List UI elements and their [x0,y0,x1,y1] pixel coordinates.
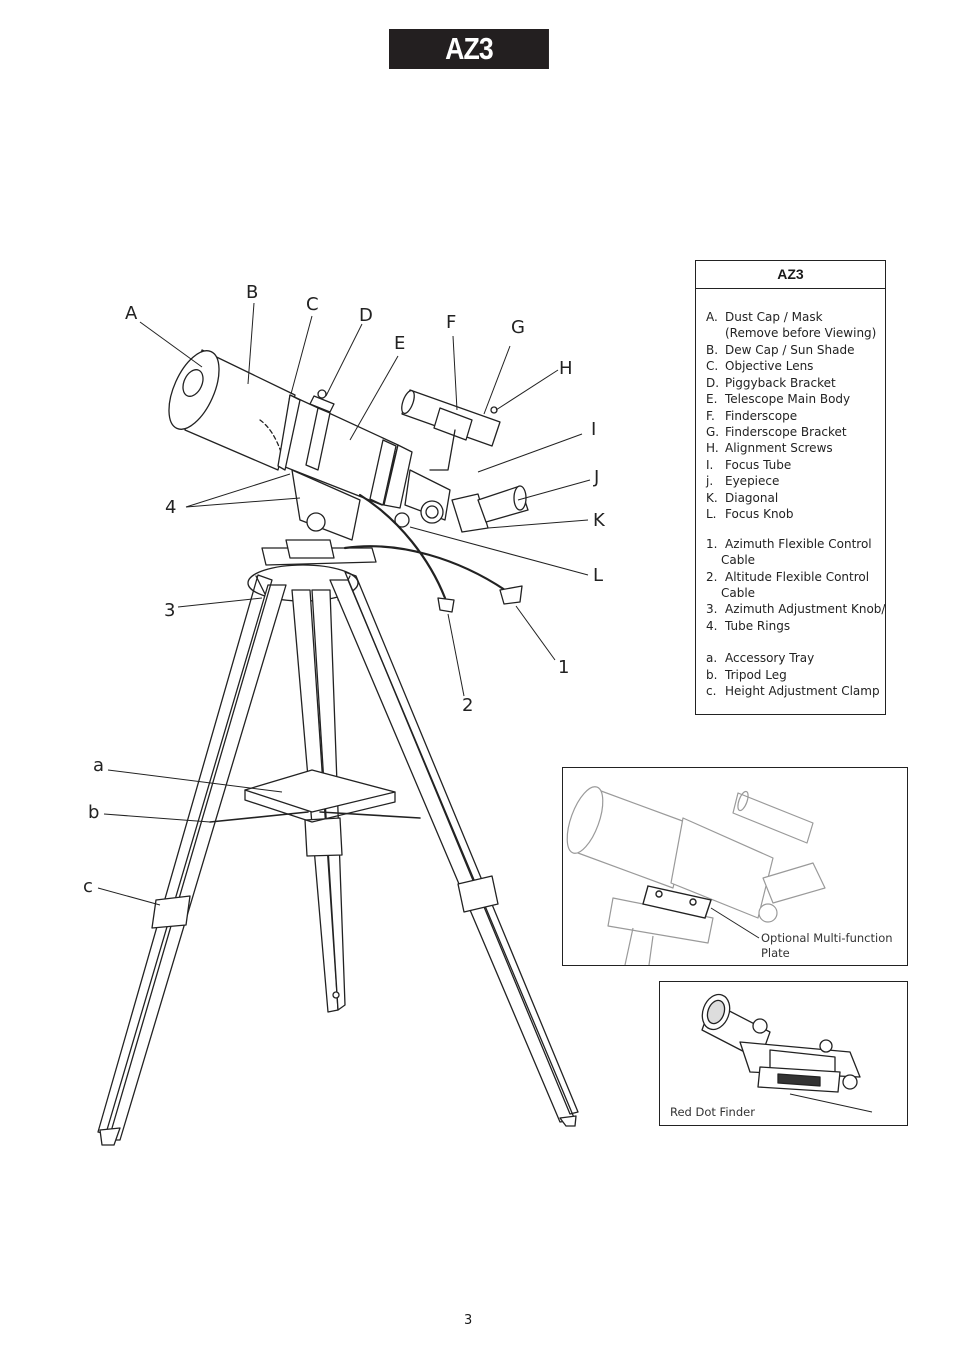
callout-L: L [593,565,604,586]
plate-caption-line1: Optional Multi-function [761,931,893,945]
legend-item: (Remove before Viewing) [725,326,877,340]
callout-I: I [591,419,597,440]
legend-item: 4.Tube Rings [706,619,791,633]
legend-item: B.Dew Cap / Sun Shade [706,343,855,357]
legend-item: a.Accessory Tray [706,651,815,665]
callout-2: 2 [462,695,474,716]
callout-b: b [88,802,100,823]
callout-3: 3 [164,600,176,621]
finder-caption: Red Dot Finder [670,1105,755,1119]
callout-4: 4 [165,497,177,518]
multi-function-plate-illustration [566,786,826,965]
page-number: 3 [464,1313,473,1328]
legend-item: Cable [721,586,756,600]
legend-item: F.Finderscope [706,409,798,423]
callout-K: K [593,510,605,531]
callout-H: H [559,358,573,379]
legend-heading: AZ3 [696,261,885,289]
page-title: AZ3 MOUNTS [389,29,549,106]
callout-1: 1 [558,657,570,678]
callout-J: J [594,467,600,488]
legend-item: L.Focus Knob [706,507,794,521]
legend-item: 3.Azimuth Adjustment Knob/ [706,602,886,616]
legend-item: K.Diagonal [706,491,779,505]
callout-G: G [511,317,525,338]
legend-item: 2.Altitude Flexible Control [706,570,870,584]
callout-c: c [83,876,93,897]
legend-item: I.Focus Tube [706,458,792,472]
callout-C: C [306,294,319,315]
parts-legend: AZ3 A.Dust Cap / Mask (Remove before Vie… [695,260,886,715]
callout-F: F [446,312,457,333]
legend-item: 1.Azimuth Flexible Control [706,537,872,551]
legend-item: c.Height Adjustment Clamp [706,684,880,698]
legend-item: C.Objective Lens [706,359,814,373]
legend-item: G.Finderscope Bracket [706,425,847,439]
legend-item: E.Telescope Main Body [706,392,851,406]
legend-item: j.Eyepiece [706,474,780,488]
red-dot-finder-illustration [701,993,873,1113]
callout-D: D [359,305,373,326]
callout-B: B [246,282,259,303]
inset-red-dot-finder: Red Dot Finder [659,981,908,1126]
legend-item: H.Alignment Screws [706,441,833,455]
legend-item: A.Dust Cap / Mask [706,310,823,324]
plate-caption-line2: Plate [761,946,790,960]
callout-A: A [125,303,138,324]
callout-a: a [93,755,105,776]
inset-multi-function-plate: Optional Multi-function Plate [562,767,908,966]
legend-item: D.Piggyback Bracket [706,376,836,390]
legend-item: b.Tripod Leg [706,668,787,682]
legend-item: Cable [721,553,756,567]
callout-E: E [394,333,406,354]
